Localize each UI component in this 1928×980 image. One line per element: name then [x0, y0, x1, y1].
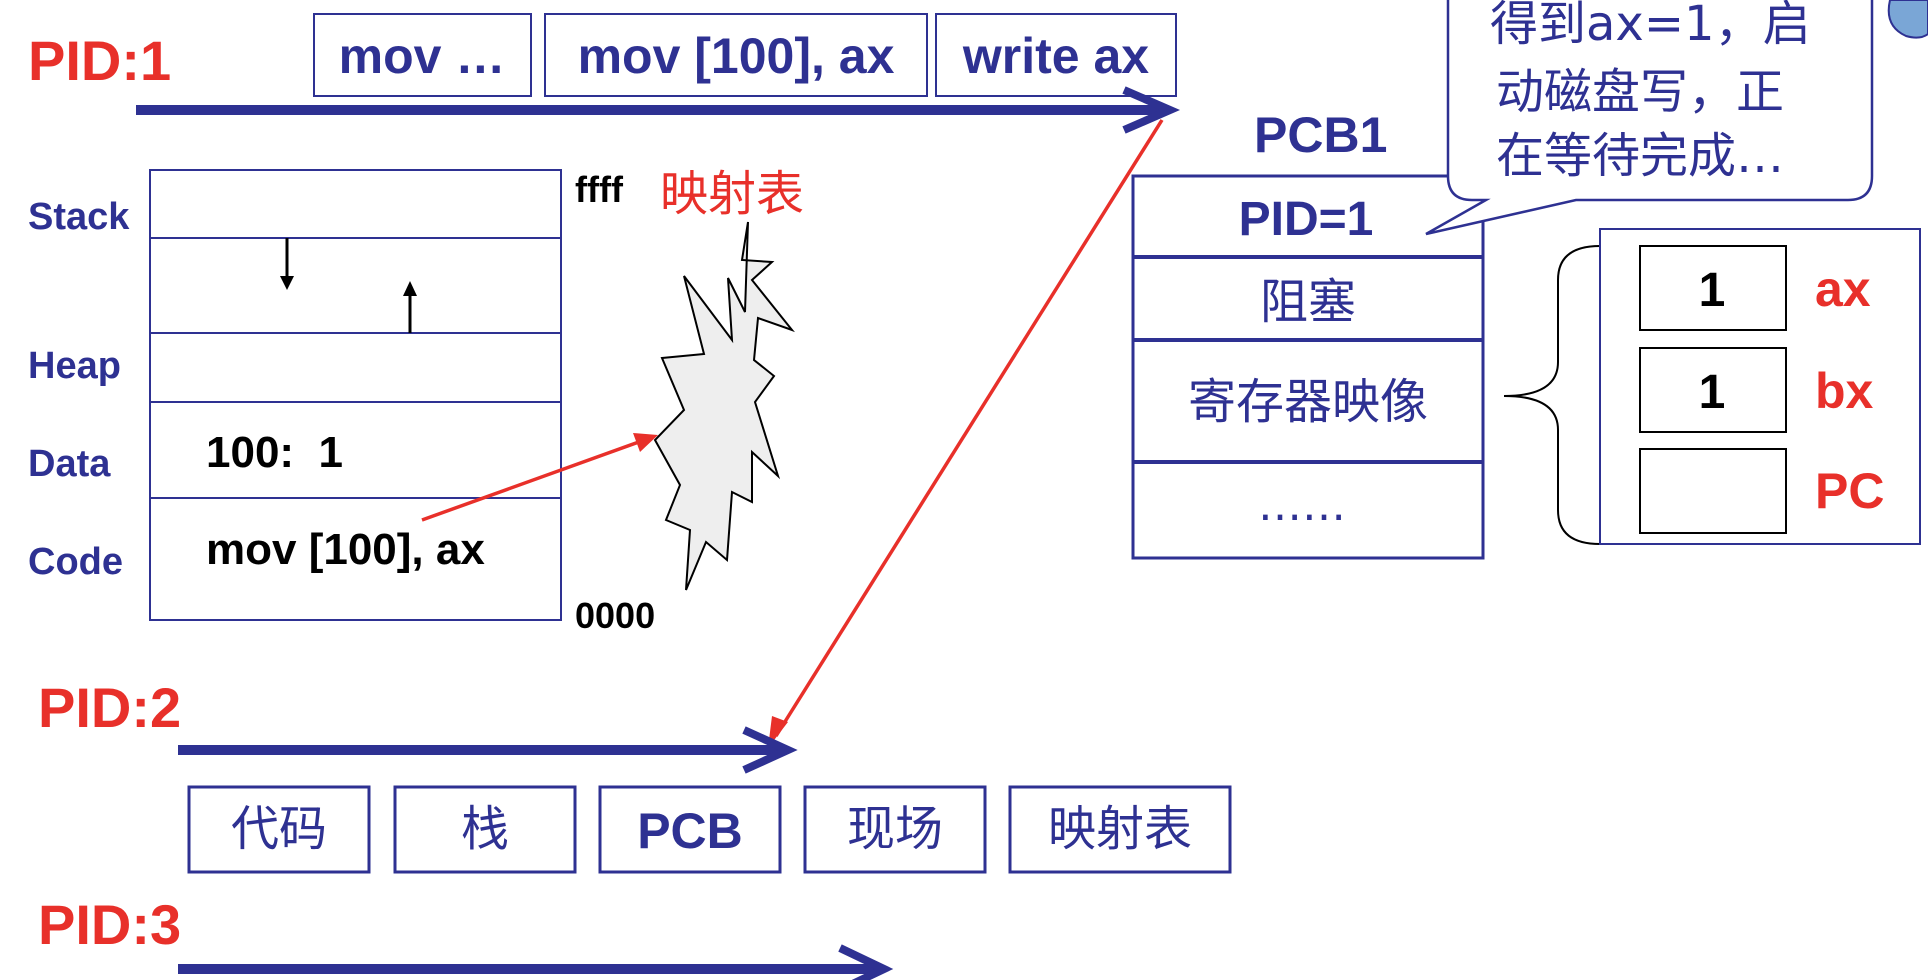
code-cell-value: mov [100], ax	[206, 525, 485, 574]
pid1-label: PID:1	[28, 29, 171, 92]
switch-arrow	[768, 119, 1164, 748]
segment-code-label: Code	[28, 541, 123, 583]
pcb1-row-registers: 寄存器映像	[1188, 374, 1428, 430]
pid2-component-stack: 栈	[393, 785, 577, 874]
status-callout: 得到ax=1，启 动磁盘写，正 在等待完成…	[1425, 0, 1874, 236]
pid2-component-map: 映射表	[1008, 785, 1232, 874]
avatar-icon	[1887, 0, 1928, 39]
pid2-component-code: 代码	[187, 785, 371, 874]
svg-text:代码: 代码	[231, 801, 327, 857]
pid1-instruction-1: mov …	[313, 13, 532, 97]
pcb1-row-state: 阻塞	[1260, 274, 1356, 330]
pid2-components: 代码 栈 PCB 现场 映射表	[187, 785, 1232, 874]
memory-segment-labels: Stack Heap Data Code	[28, 196, 130, 583]
svg-text:write ax: write ax	[962, 28, 1149, 84]
callout-line-3: 在等待完成…	[1496, 128, 1784, 184]
svg-text:mov …: mov …	[339, 28, 506, 84]
register-panel: 1 ax 1 bx PC	[1599, 228, 1921, 545]
memory-block: 100: 1 mov [100], ax	[149, 169, 562, 621]
heap-up-arrow-icon	[403, 281, 417, 333]
pid3-timeline-arrow	[178, 944, 894, 980]
pid3-label: PID:3	[38, 893, 181, 956]
data-cell-value: 100: 1	[206, 428, 343, 477]
pid1-instructions: mov … mov [100], ax write ax	[313, 13, 1177, 97]
register-pc: PC	[1639, 448, 1884, 534]
pid1-instruction-2: mov [100], ax	[544, 13, 928, 97]
register-bx: 1 bx	[1639, 347, 1874, 433]
pcb1-row-pid: PID=1	[1239, 193, 1374, 246]
mapping-table-label: 映射表	[660, 166, 804, 222]
mapping-burst-shape	[653, 221, 795, 591]
pid2-component-pcb: PCB	[598, 785, 782, 874]
register-brace	[1503, 245, 1601, 545]
address-low: 0000	[575, 595, 655, 636]
stack-down-arrow-icon	[280, 238, 294, 290]
callout-line-2: 动磁盘写，正	[1496, 64, 1784, 120]
pid2-label: PID:2	[38, 676, 181, 739]
svg-text:映射表: 映射表	[1048, 801, 1192, 857]
svg-text:现场: 现场	[847, 801, 943, 857]
register-ax-value: 1	[1699, 264, 1726, 317]
segment-heap-label: Heap	[28, 345, 121, 387]
pid1-timeline-arrow	[136, 86, 1181, 134]
svg-text:PCB: PCB	[637, 803, 743, 859]
svg-text:mov [100], ax: mov [100], ax	[578, 28, 895, 84]
pcb1-title: PCB1	[1254, 107, 1387, 163]
register-pc-name: PC	[1815, 463, 1884, 519]
pcb1-table: PID=1 阻塞 寄存器映像 ……	[1131, 174, 1485, 560]
register-bx-value: 1	[1699, 366, 1726, 419]
register-ax: 1 ax	[1639, 245, 1871, 331]
segment-data-label: Data	[28, 443, 111, 485]
register-ax-name: ax	[1815, 261, 1871, 317]
pcb1-row-more: ……	[1258, 480, 1346, 531]
svg-text:栈: 栈	[461, 801, 509, 857]
callout-line-1: 得到ax=1，启	[1490, 0, 1811, 52]
register-bx-name: bx	[1815, 363, 1874, 419]
pid2-timeline-arrow	[178, 726, 798, 774]
pid1-instruction-3: write ax	[935, 13, 1177, 97]
code-to-map-arrow	[421, 433, 658, 522]
address-high: ffff	[575, 169, 624, 210]
segment-stack-label: Stack	[28, 196, 130, 238]
pid2-component-context: 现场	[803, 785, 987, 874]
